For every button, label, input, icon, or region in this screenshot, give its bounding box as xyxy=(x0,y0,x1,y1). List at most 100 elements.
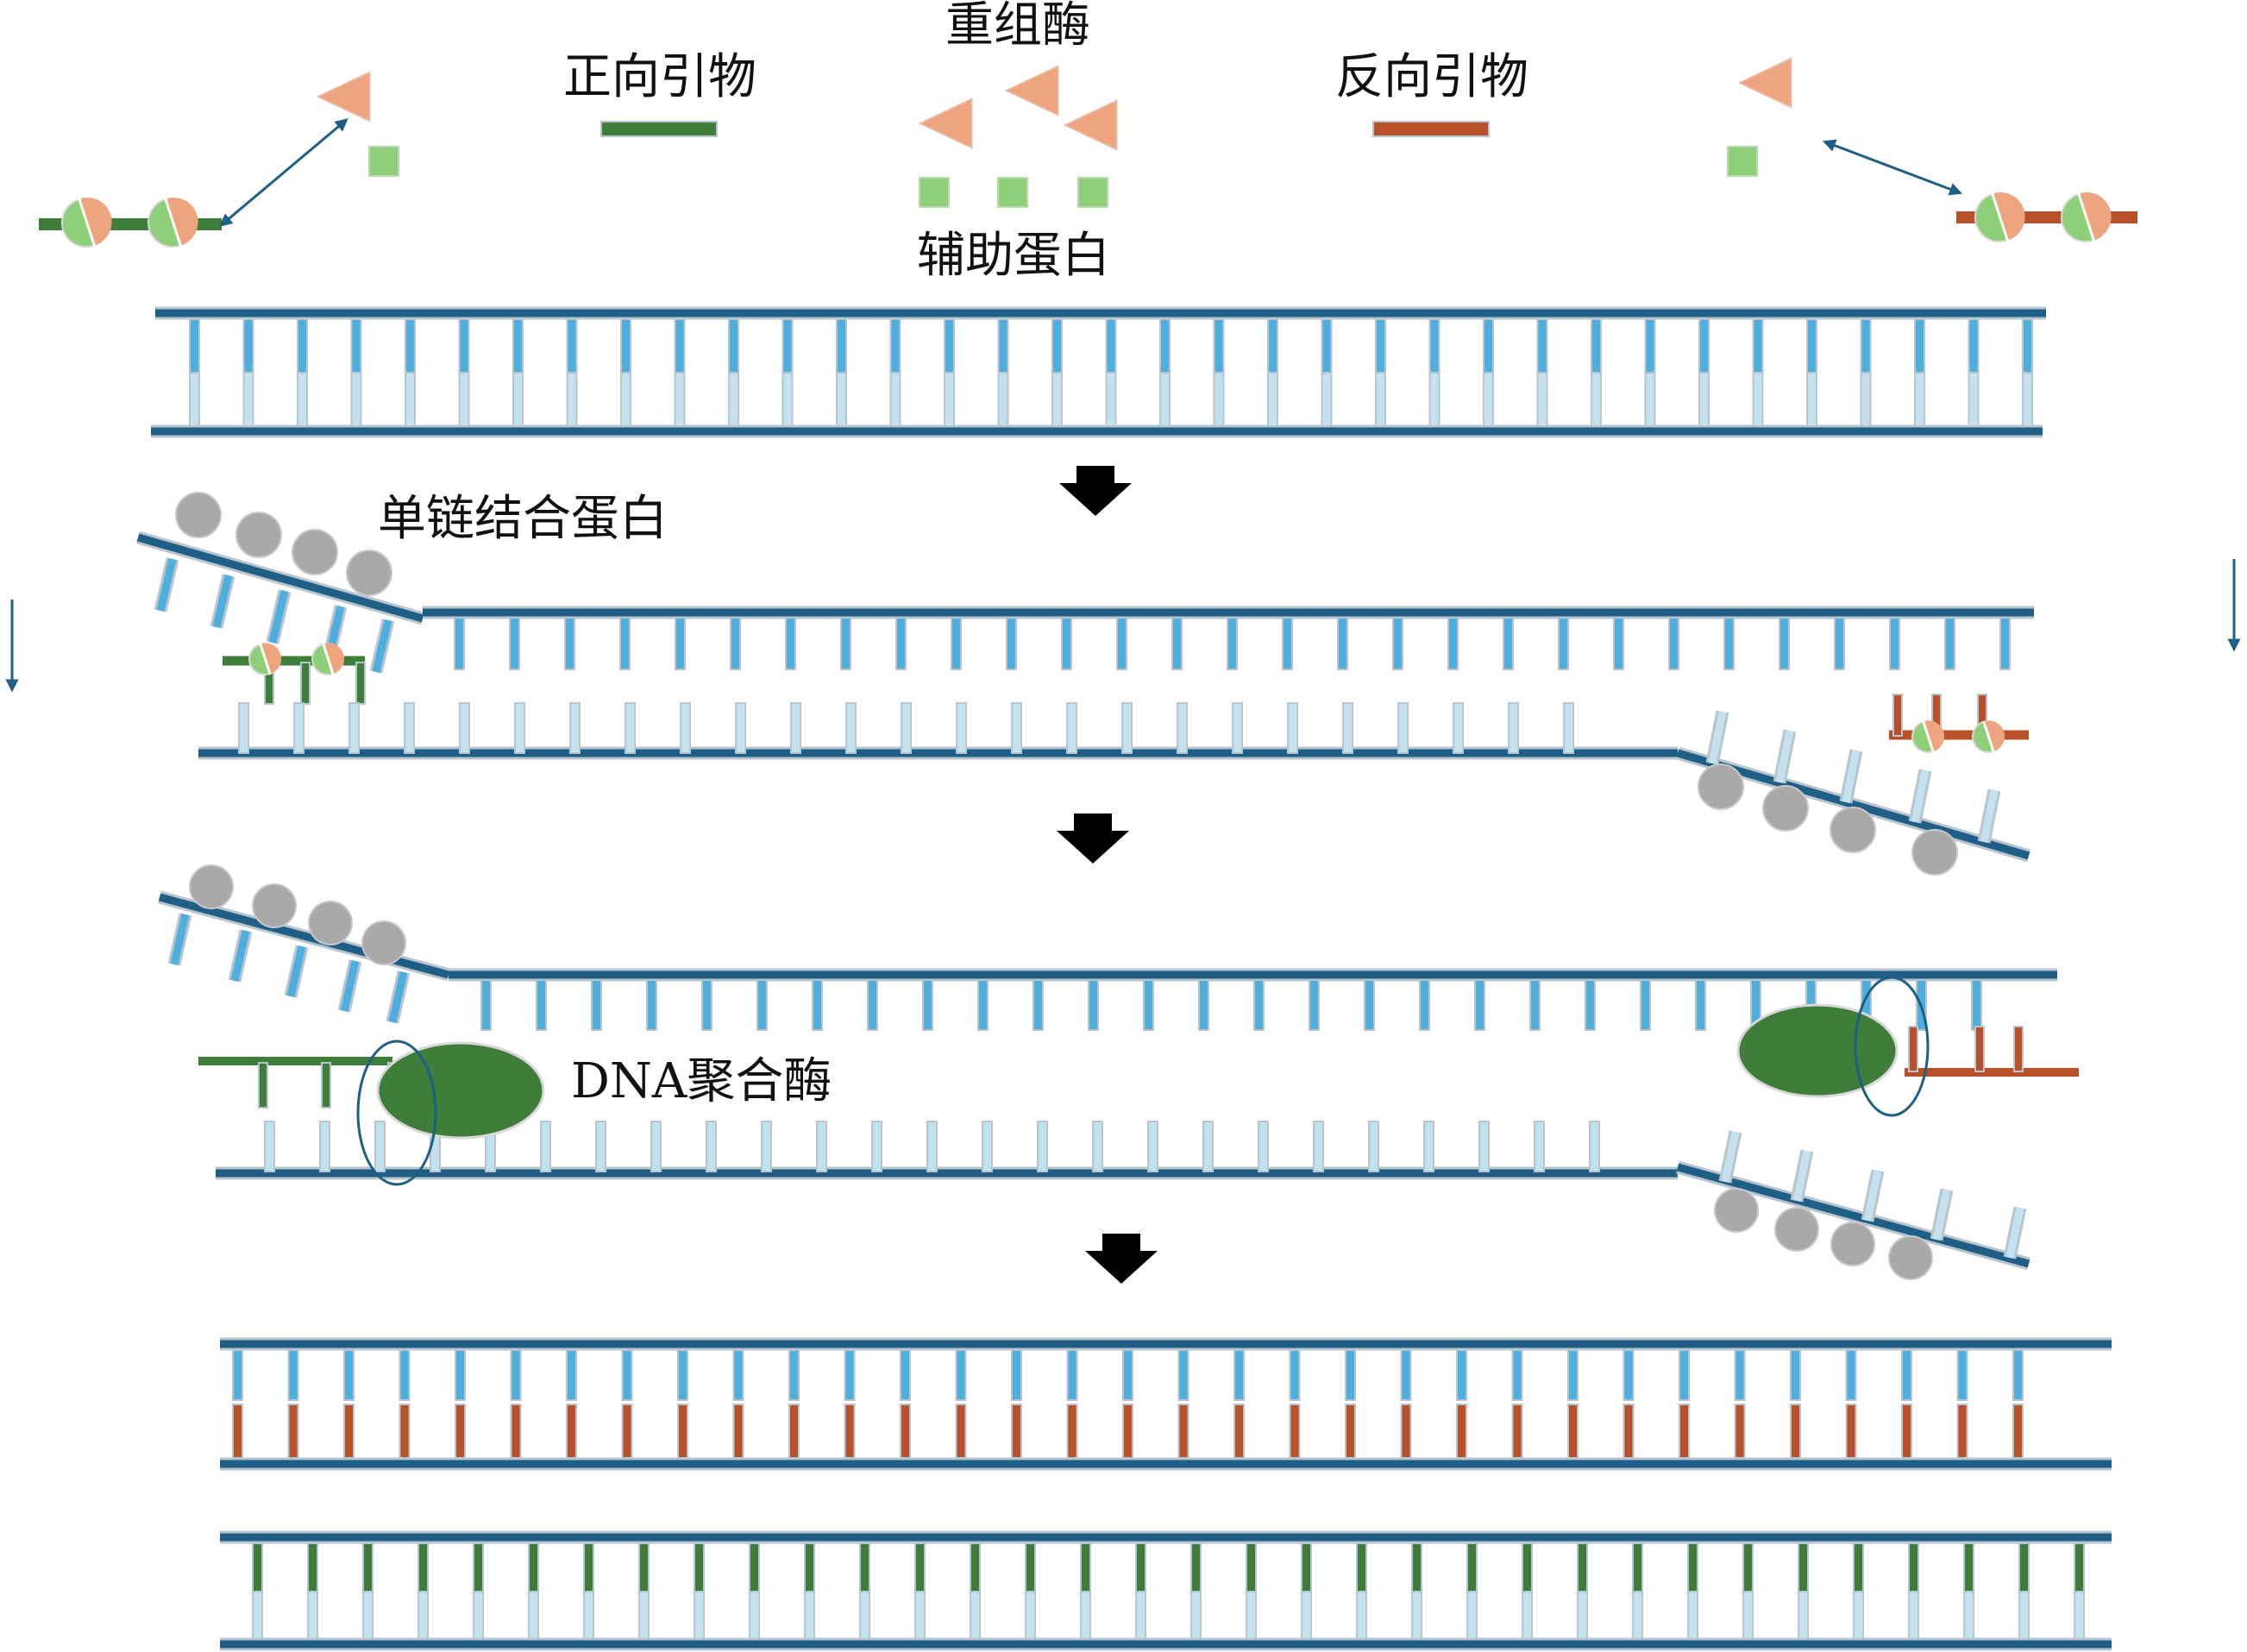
product1-top-base xyxy=(343,1349,355,1401)
product1-top-base xyxy=(1679,1349,1690,1401)
product1-bottom-base xyxy=(1622,1404,1635,1459)
product1-top-base xyxy=(732,1349,744,1401)
displaced-base xyxy=(212,574,233,629)
ssb-protein xyxy=(1714,1188,1759,1233)
product1-top-base xyxy=(1622,1349,1635,1401)
bottom-base xyxy=(1589,1121,1600,1172)
top-base xyxy=(730,617,741,670)
product2-top-base xyxy=(859,1542,870,1594)
displaced-base xyxy=(1721,1131,1740,1183)
accessory-protein-icon xyxy=(919,177,950,208)
top-base xyxy=(189,318,200,375)
product2-bottom-base xyxy=(1963,1591,1974,1640)
top-base xyxy=(1267,318,1278,375)
top-base xyxy=(1159,318,1171,375)
displaced-base xyxy=(230,930,250,982)
bottom-base xyxy=(816,1121,827,1172)
bottom-base xyxy=(1914,372,1925,427)
product2-top-base xyxy=(528,1542,539,1594)
bottom-base xyxy=(761,1121,772,1172)
product2-top-base xyxy=(1632,1542,1643,1594)
top-base xyxy=(1971,979,1982,1031)
bottom-base xyxy=(1121,702,1133,754)
bottom-base xyxy=(1177,702,1188,754)
top-base xyxy=(1105,318,1117,375)
top-base xyxy=(1944,617,1955,670)
product2-bottom-base xyxy=(1135,1591,1146,1640)
product1-bottom-base xyxy=(2012,1404,2024,1459)
bottom-base xyxy=(1213,372,1225,427)
bottom-base xyxy=(1313,1121,1324,1172)
product1-top-base xyxy=(1845,1349,1857,1401)
bottom-base xyxy=(650,1121,662,1172)
bottom-base xyxy=(405,372,416,427)
top-base xyxy=(1968,318,1980,375)
top-base xyxy=(728,318,739,375)
top-base xyxy=(458,318,470,375)
reverse-nucleoprotein xyxy=(1972,720,2005,753)
bottom-base xyxy=(728,372,739,427)
product1-bottom-base xyxy=(900,1404,911,1459)
ssb-protein xyxy=(189,864,234,909)
reverse-nucleoprotein-split xyxy=(1991,192,2010,242)
product1-bottom-base xyxy=(621,1404,633,1459)
product2-bottom-base xyxy=(1466,1591,1478,1640)
bottom-base xyxy=(1232,702,1243,754)
product2-bottom-base xyxy=(1411,1591,1422,1640)
product2-top-base xyxy=(2074,1542,2085,1594)
dna-polymerase-right xyxy=(1736,1003,1899,1098)
top-base xyxy=(646,979,657,1031)
forward-nucleoprotein xyxy=(311,643,345,675)
displaced-base xyxy=(372,619,392,674)
product2-bottom-base xyxy=(970,1591,981,1640)
product2-top-base xyxy=(417,1542,429,1594)
bottom-base xyxy=(1287,702,1298,754)
displaced-strand-left xyxy=(136,533,424,623)
ssb-label: 单链结合蛋白 xyxy=(378,491,668,547)
displaced-base xyxy=(286,945,306,997)
top-base xyxy=(944,318,955,375)
ssb-protein xyxy=(1888,1235,1933,1280)
displaced-base xyxy=(340,960,360,1012)
top-base xyxy=(619,617,631,670)
product1-bottom-base xyxy=(343,1404,355,1459)
ssb-protein xyxy=(1762,785,1809,832)
product1-bottom-base xyxy=(510,1404,522,1459)
product2-bottom-base xyxy=(1522,1591,1533,1640)
product2-top-base xyxy=(1025,1542,1036,1594)
product2-top-base xyxy=(362,1542,373,1594)
bottom-base xyxy=(1147,1121,1158,1172)
product2-bottom-base xyxy=(1908,1591,1919,1640)
product2-top-base xyxy=(583,1542,594,1594)
bottom-base xyxy=(374,1121,386,1172)
ssb-protein xyxy=(1698,763,1744,810)
top-base xyxy=(1116,617,1127,670)
recombinase-icon xyxy=(1737,57,1792,109)
bottom-base xyxy=(790,702,801,754)
step-arrow-down xyxy=(1057,813,1129,864)
template-dsdna xyxy=(151,306,2046,438)
top-base xyxy=(1529,979,1541,1031)
product2-bottom-base xyxy=(1246,1591,1257,1640)
product1-top-base xyxy=(1734,1349,1746,1401)
bottom-base xyxy=(1563,702,1574,754)
displaced-base xyxy=(268,589,289,644)
product1-top-base xyxy=(1901,1349,1912,1401)
product1-top-base xyxy=(455,1349,466,1401)
product2-bottom-base xyxy=(2074,1591,2085,1640)
product2-top-base xyxy=(1577,1542,1588,1594)
product1-top-base xyxy=(788,1349,800,1401)
ssb-protein xyxy=(346,550,392,596)
displaced-strand-left xyxy=(158,893,450,979)
product1-top-base xyxy=(955,1349,967,1401)
top-base xyxy=(1999,617,2011,670)
product1-bottom-base xyxy=(232,1404,243,1459)
top-base xyxy=(1061,617,1072,670)
recombinase-icon xyxy=(316,71,371,122)
product2-top-base xyxy=(1356,1542,1367,1594)
ssb-protein xyxy=(1830,1222,1875,1266)
top-base xyxy=(1419,979,1430,1031)
bottom-base xyxy=(293,702,304,754)
primer-base xyxy=(1892,694,1903,737)
product1-top-base xyxy=(510,1349,522,1401)
